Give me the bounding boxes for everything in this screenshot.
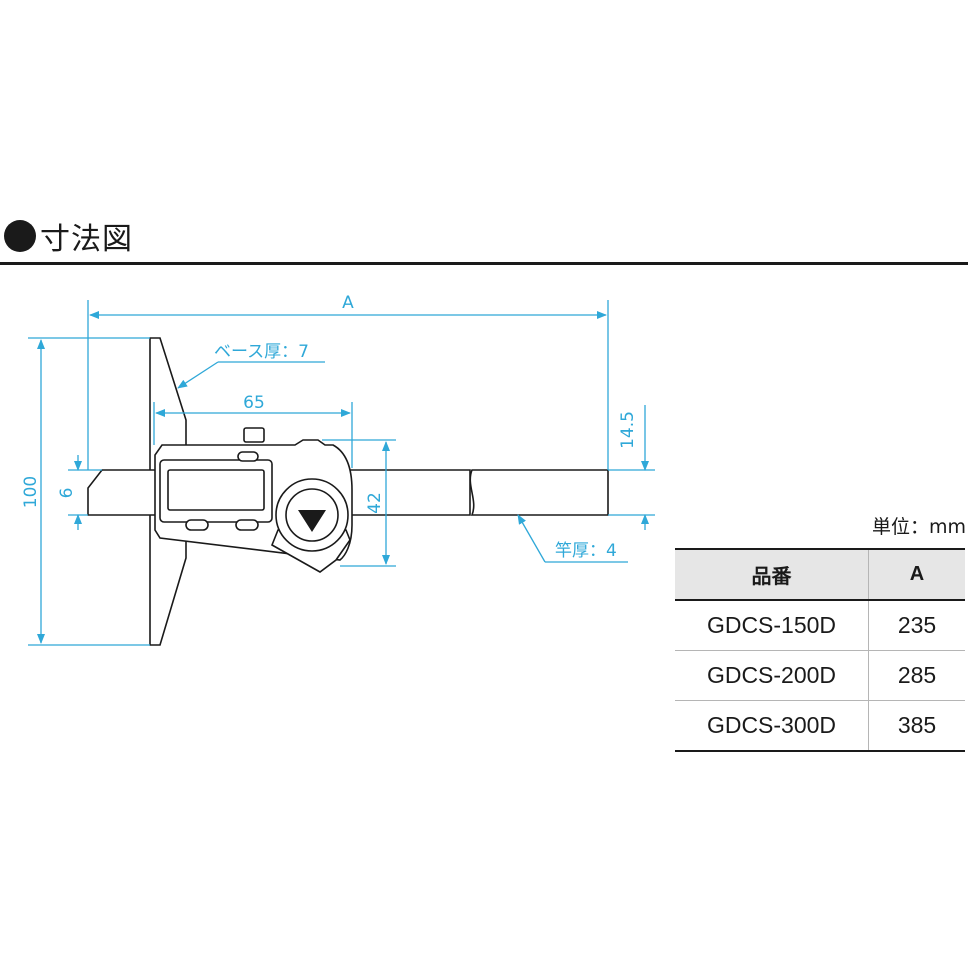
- table-row: GDCS-150D 235: [675, 600, 965, 651]
- rod: [469, 469, 609, 516]
- section-heading: 寸法図: [4, 214, 133, 258]
- dim-65-label: 65: [243, 393, 265, 413]
- cell-part-number: GDCS-200D: [675, 650, 869, 701]
- dim-6-label: 6: [57, 488, 77, 499]
- table-row: GDCS-300D 385: [675, 700, 965, 752]
- dim-rod-thickness-label: 竿厚：4: [555, 541, 617, 561]
- dim-14-5-label: 14.5: [618, 411, 638, 449]
- dial-mark-icon: [298, 510, 326, 532]
- lock-knob: [243, 427, 265, 443]
- header-part-number: 品番: [675, 548, 869, 601]
- cell-part-number: GDCS-300D: [675, 700, 869, 752]
- dim-a-label: A: [342, 293, 354, 313]
- heading-rule: [0, 262, 968, 265]
- button-top: [237, 451, 259, 462]
- dimension-lines: [28, 300, 655, 646]
- dim-base-thickness-label: ベース厚：7: [214, 342, 309, 362]
- cell-a: 385: [868, 700, 965, 752]
- cell-part-number: GDCS-150D: [675, 600, 869, 651]
- heading-title: 寸法図: [40, 222, 133, 257]
- table-row: GDCS-200D 285: [675, 650, 965, 701]
- button-left: [185, 519, 209, 531]
- dim-100-label: 100: [21, 476, 41, 508]
- bullet-icon: [4, 220, 36, 252]
- lcd-screen: [167, 469, 265, 511]
- unit-label: 単位：mm: [871, 516, 966, 538]
- spec-table: 品番 A GDCS-150D 235 GDCS-200D 285 GDCS-30…: [675, 548, 965, 752]
- depth-gauge: [87, 337, 609, 646]
- table-header-row: 品番 A: [675, 548, 965, 601]
- button-right: [235, 519, 259, 531]
- cell-a: 285: [868, 650, 965, 701]
- cell-a: 235: [868, 600, 965, 651]
- dim-42-label: 42: [365, 492, 385, 514]
- header-a: A: [868, 548, 965, 601]
